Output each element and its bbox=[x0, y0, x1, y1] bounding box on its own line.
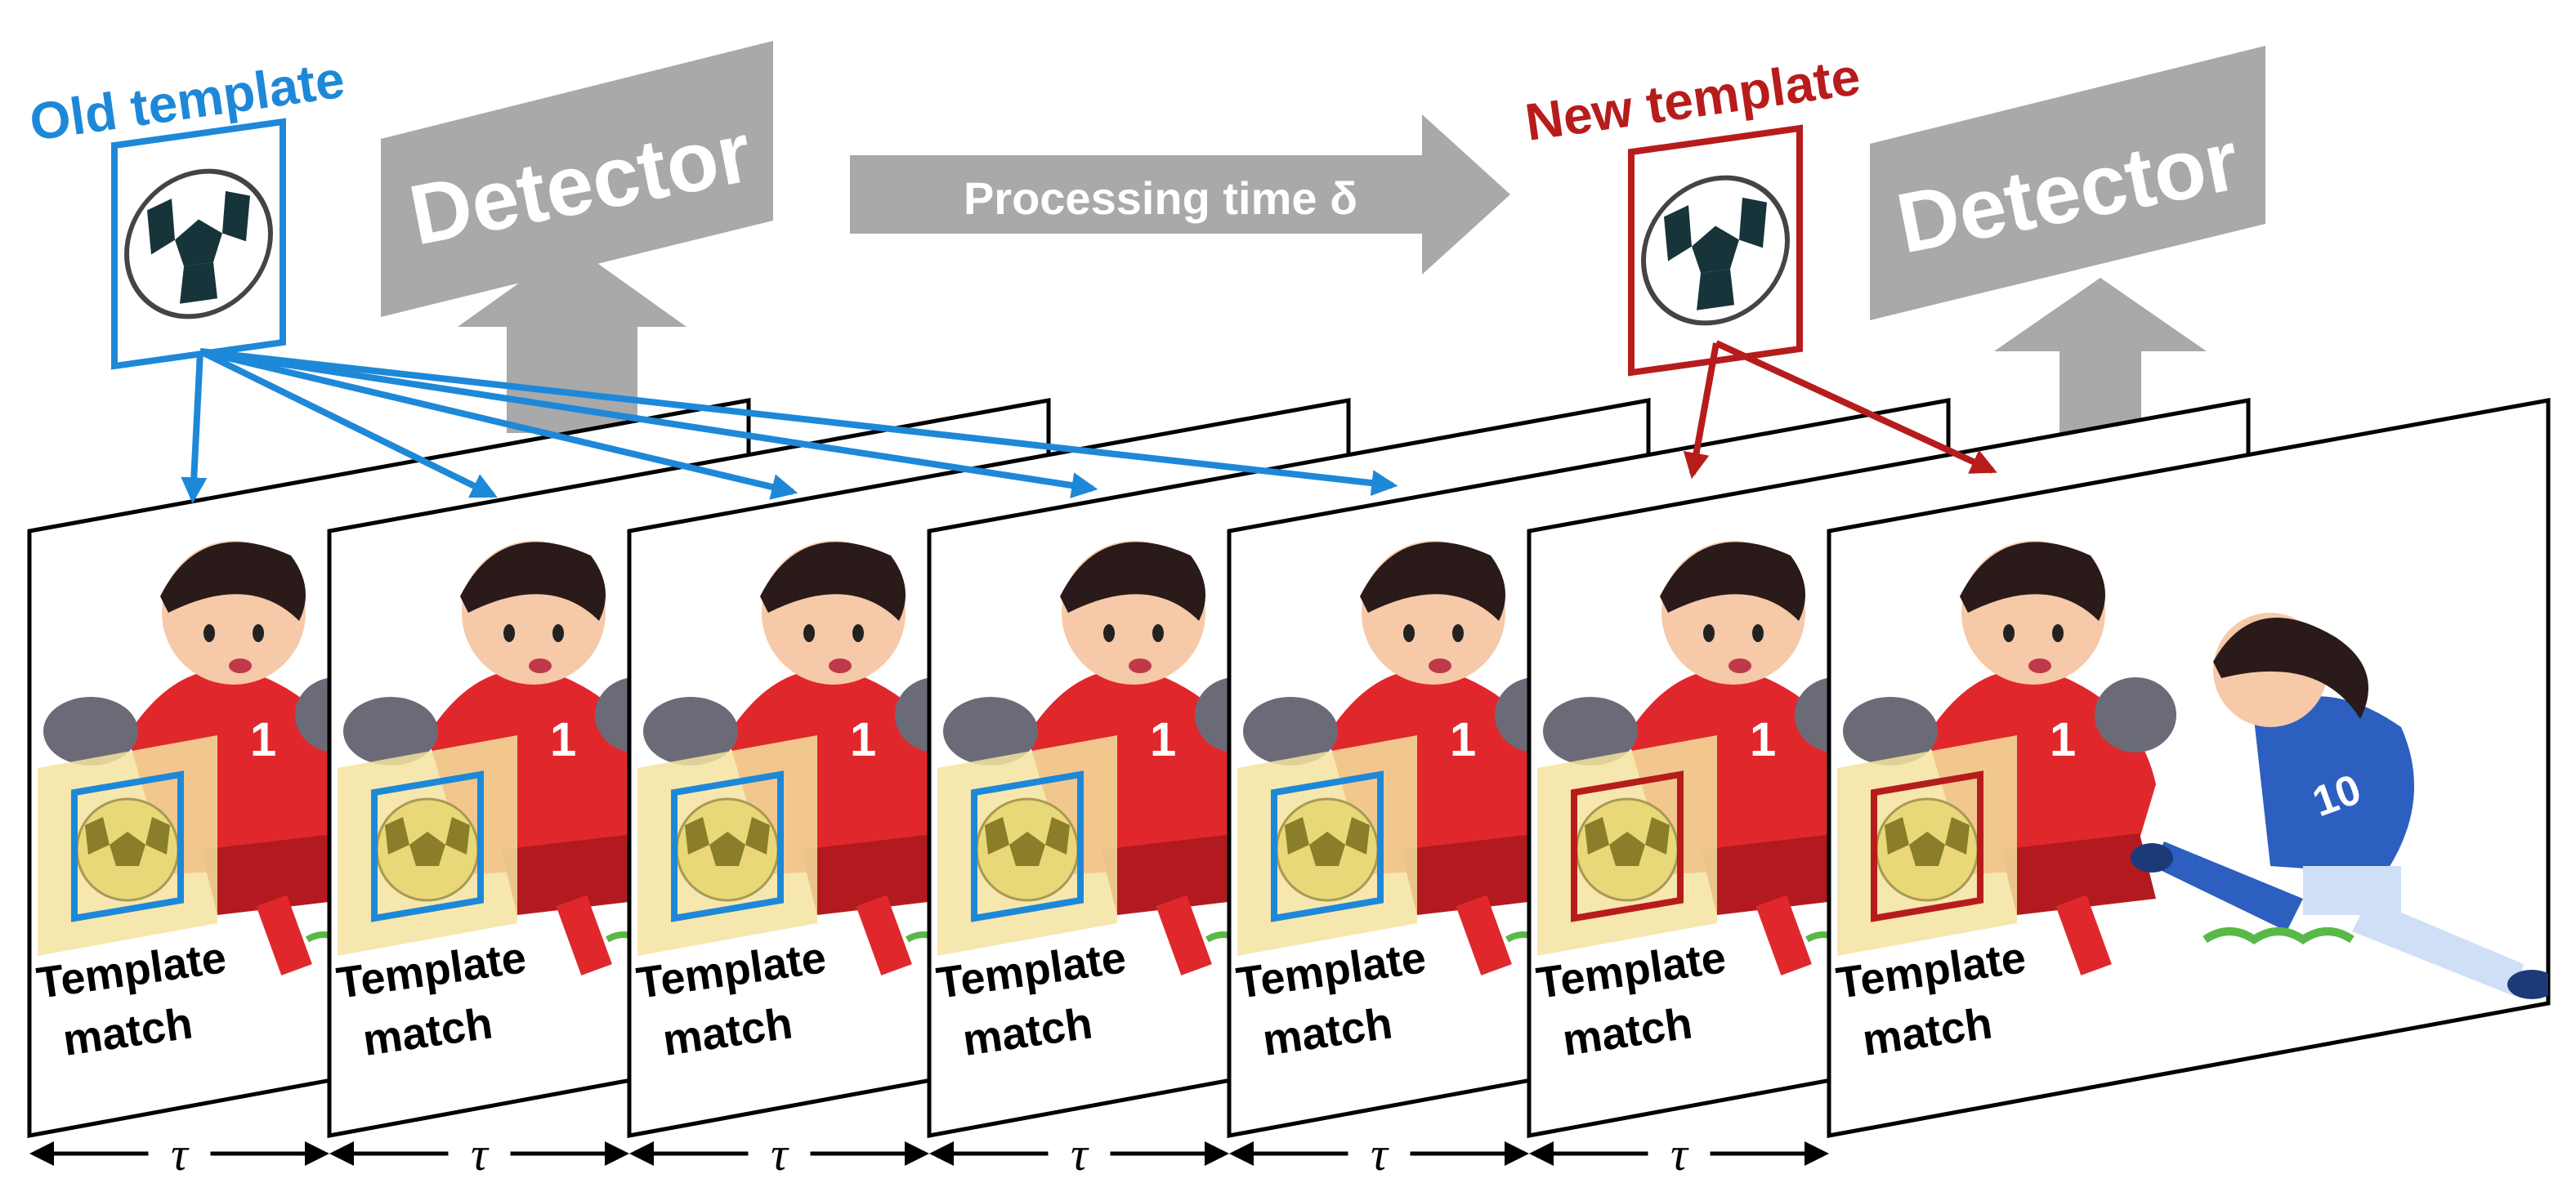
ball-icon bbox=[75, 797, 180, 902]
template-arrows bbox=[181, 340, 1997, 504]
detector-box bbox=[381, 41, 773, 317]
match-box bbox=[971, 770, 1084, 922]
right-arrow-icon bbox=[850, 114, 1510, 275]
up-arrow-icon bbox=[1994, 278, 2207, 441]
template-arrow-old bbox=[199, 348, 1398, 497]
new-template-box bbox=[1628, 124, 1803, 377]
template-arrow-old bbox=[181, 350, 208, 504]
old-template-group: Old template bbox=[26, 50, 348, 370]
new-template-group: New template bbox=[1522, 47, 1864, 377]
processing-arrow: Processing time δ bbox=[850, 114, 1510, 275]
new-template-title: New template bbox=[1522, 47, 1864, 152]
match-box bbox=[371, 770, 484, 922]
old-template-box bbox=[111, 118, 286, 370]
jersey-number: 1 bbox=[550, 713, 576, 766]
match-box bbox=[1871, 770, 1983, 922]
interval-label: τ bbox=[171, 1127, 190, 1181]
ball-icon bbox=[1575, 797, 1679, 902]
jersey-number: 1 bbox=[1150, 713, 1176, 766]
jersey-number: 1 bbox=[1750, 713, 1776, 766]
detector-right: Detector bbox=[1870, 46, 2265, 441]
match-box bbox=[1571, 770, 1684, 922]
ball-icon bbox=[1875, 797, 1979, 902]
match-box bbox=[71, 770, 184, 922]
jersey-number: 1 bbox=[1450, 713, 1476, 766]
ball-icon bbox=[1275, 797, 1380, 902]
jersey-number: 1 bbox=[850, 713, 876, 766]
ball-icon bbox=[675, 797, 780, 902]
interval-label: τ bbox=[771, 1127, 789, 1181]
striker-illustration: 10 bbox=[2131, 613, 2548, 999]
template-arrow-new bbox=[1715, 340, 1997, 474]
detector-box bbox=[1870, 46, 2265, 320]
goalkeeper-illustration: 1 bbox=[1843, 541, 2176, 975]
match-box bbox=[671, 770, 784, 922]
interval-label: τ bbox=[1071, 1127, 1089, 1181]
detector-left: Detector bbox=[381, 41, 773, 433]
template-arrow-new bbox=[1683, 342, 1720, 480]
soccer-ball-icon bbox=[124, 168, 273, 319]
soccer-ball-icon bbox=[1641, 175, 1790, 326]
template-arrow-old bbox=[199, 348, 1098, 498]
goalkeeper-illustration: 1 bbox=[643, 541, 977, 975]
interval-label: τ bbox=[1371, 1127, 1389, 1181]
template-arrow-old bbox=[199, 348, 798, 500]
template-arrow-old bbox=[199, 348, 498, 498]
goalkeeper-illustration: 1 bbox=[943, 541, 1277, 975]
ball-icon bbox=[375, 797, 480, 902]
match-box bbox=[1271, 770, 1384, 922]
frame-stack: 1Templatematch1Templatematch1Templatemat… bbox=[27, 398, 2551, 1139]
jersey-number: 1 bbox=[250, 713, 276, 766]
interval-label: τ bbox=[471, 1127, 490, 1181]
ball-icon bbox=[975, 797, 1080, 902]
processing-time-label: Processing time δ bbox=[964, 172, 1357, 224]
interval-label: τ bbox=[1670, 1127, 1689, 1181]
jersey-number: 1 bbox=[2050, 713, 2076, 766]
